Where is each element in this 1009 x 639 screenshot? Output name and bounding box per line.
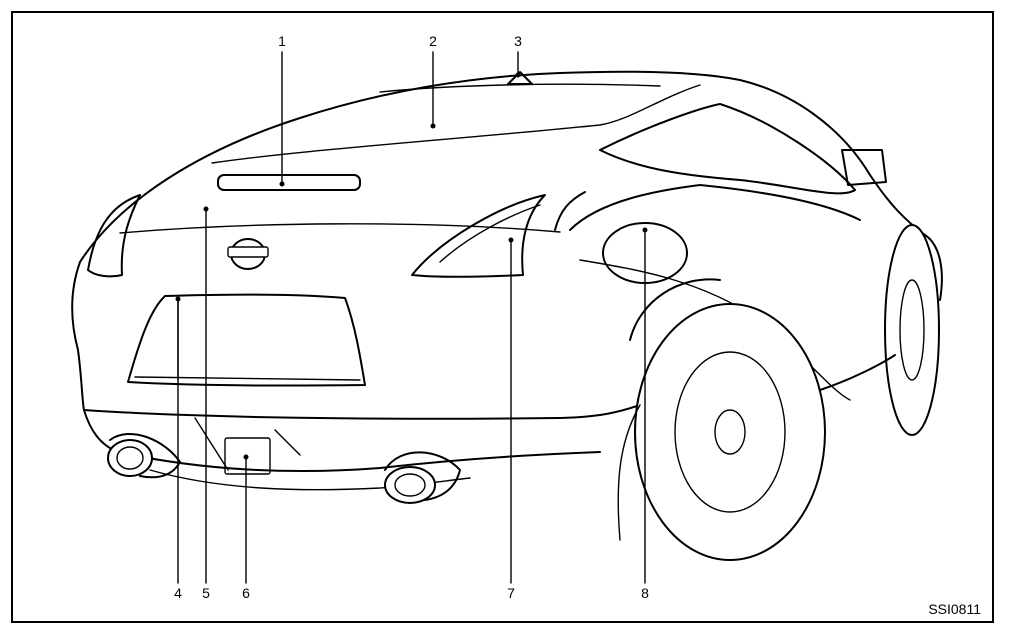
callout-labels: 1 2 3 4 5 6 7 8 xyxy=(174,33,649,601)
callout-1: 1 xyxy=(278,33,286,49)
diagram-frame xyxy=(11,11,994,623)
car-body xyxy=(71,70,943,561)
callout-5: 5 xyxy=(202,585,210,601)
callout-4: 4 xyxy=(174,585,182,601)
callout-2: 2 xyxy=(429,33,437,49)
callout-6: 6 xyxy=(242,585,250,601)
callout-leaders xyxy=(175,51,648,584)
callout-3: 3 xyxy=(514,33,522,49)
figure-code: SSI0811 xyxy=(928,601,981,617)
callout-8: 8 xyxy=(641,585,649,601)
callout-7: 7 xyxy=(507,585,515,601)
